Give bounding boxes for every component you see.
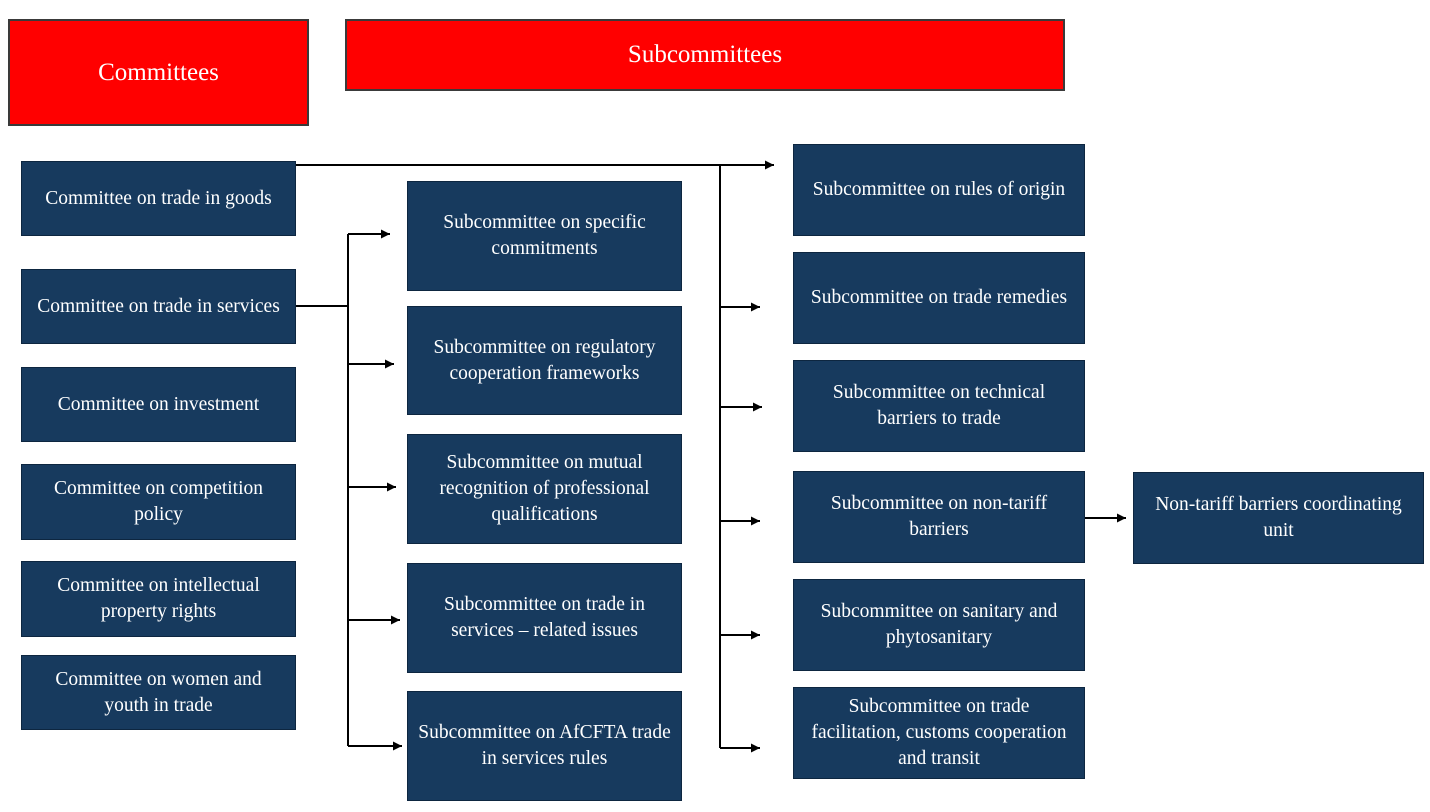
subcommittee-technical-barriers: Subcommittee on technical barriers to tr… [793,360,1085,452]
subcommittee-services-related-issues: Subcommittee on trade in services – rela… [407,563,682,673]
subcommittee-sanitary-phytosanitary: Subcommittee on sanitary and phytosanita… [793,579,1085,671]
committees-header: Committees [8,19,309,126]
committee-investment: Committee on investment [21,367,296,442]
subcommittee-rules-of-origin: Subcommittee on rules of origin [793,144,1085,236]
subcommittees-header: Subcommittees [345,19,1065,91]
subcommittee-specific-commitments: Subcommittee on specific commitments [407,181,682,291]
subcommittee-afcfta-services-rules: Subcommittee on AfCFTA trade in services… [407,691,682,801]
subcommittee-trade-remedies: Subcommittee on trade remedies [793,252,1085,344]
subcommittee-regulatory-cooperation: Subcommittee on regulatory cooperation f… [407,306,682,415]
committee-trade-in-services: Committee on trade in services [21,269,296,344]
committee-competition-policy: Committee on competition policy [21,464,296,540]
ntb-coordinating-unit: Non-tariff barriers coordinating unit [1133,472,1424,564]
committee-women-youth: Committee on women and youth in trade [21,655,296,730]
committee-trade-in-goods: Committee on trade in goods [21,161,296,236]
subcommittee-mutual-recognition: Subcommittee on mutual recognition of pr… [407,434,682,544]
subcommittee-non-tariff-barriers: Subcommittee on non-tariff barriers [793,471,1085,563]
subcommittee-trade-facilitation: Subcommittee on trade facilitation, cust… [793,687,1085,779]
committee-intellectual-property: Committee on intellectual property right… [21,561,296,637]
